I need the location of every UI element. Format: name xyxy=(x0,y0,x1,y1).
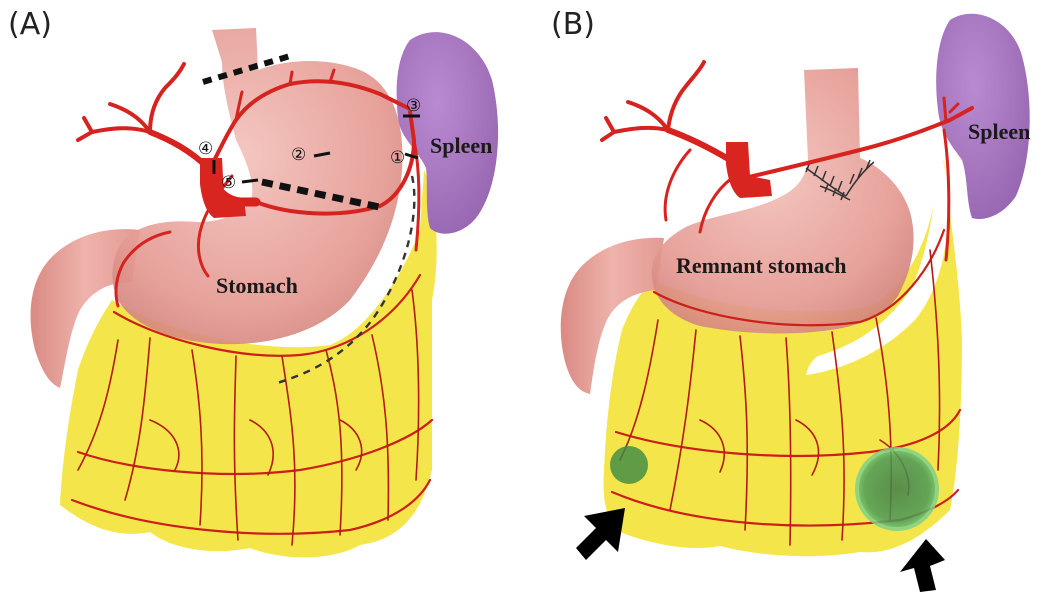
arrow-left-b xyxy=(576,508,625,560)
arrow-right-b xyxy=(900,539,945,592)
marker-2-a: ② xyxy=(291,145,306,165)
spleen-b xyxy=(936,14,1030,219)
panel-a-label: (A) xyxy=(8,7,52,42)
marker-5-a: ⑤ xyxy=(221,173,236,193)
marker-3-a: ③ xyxy=(406,96,421,116)
spleen-label-b: Spleen xyxy=(968,119,1030,144)
spleen-label-a: Spleen xyxy=(430,133,492,158)
panel-b: (B) xyxy=(551,7,1030,592)
panel-b-label: (B) xyxy=(551,7,595,42)
marker-1-a: ① xyxy=(390,148,405,168)
marker-4-a: ④ xyxy=(198,139,213,159)
lesion-small-b xyxy=(610,446,648,484)
panel-a: (A) xyxy=(8,7,498,557)
celiac-trunk-b xyxy=(726,142,772,198)
stomach-label-b: Remnant stomach xyxy=(676,253,847,278)
remnant-stomach-b xyxy=(652,68,914,333)
stomach-label-a: Stomach xyxy=(216,273,298,298)
lesion-large-b xyxy=(857,449,937,529)
